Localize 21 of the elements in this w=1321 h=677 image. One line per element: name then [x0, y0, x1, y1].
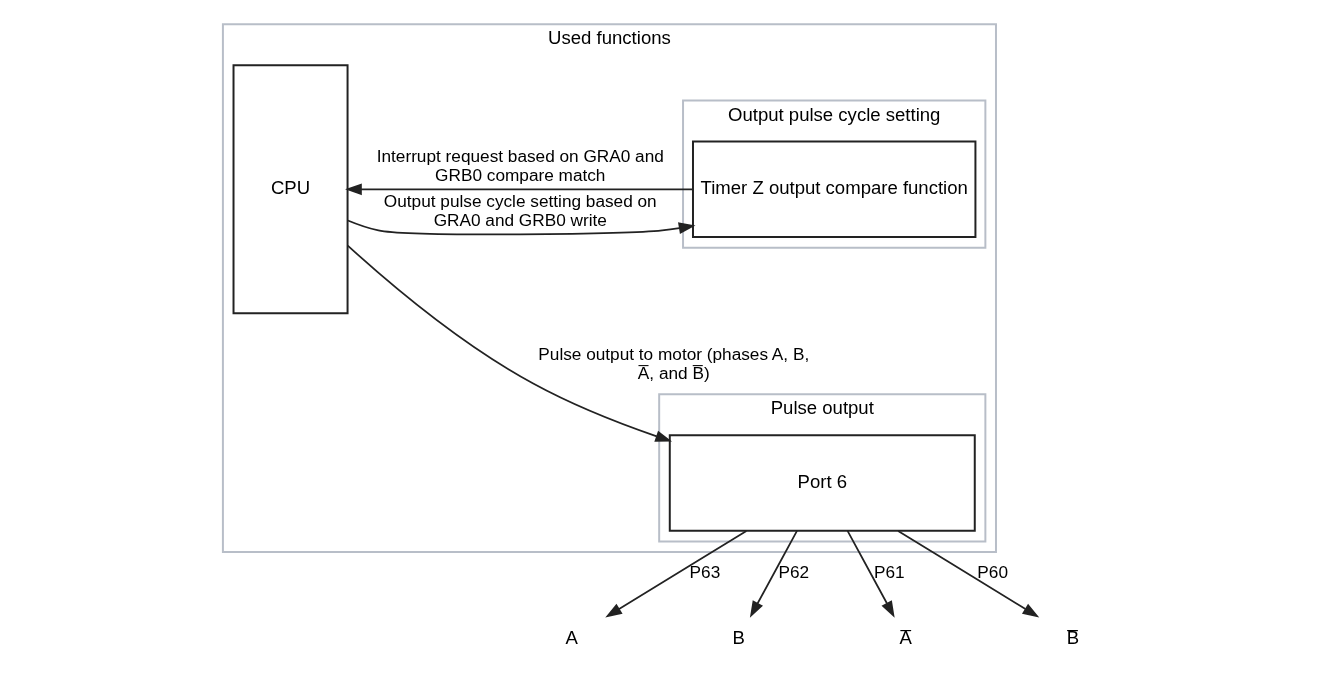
- arrow: [347, 219, 696, 236]
- arrow: [846, 530, 895, 618]
- edge-label: Pulse output to motor (phases A, B, A̅, and B̅): [538, 344, 810, 383]
- node-text: A: [565, 627, 578, 649]
- edge-label: Interrupt request based on GRA0 and GRB0 compare match: [376, 146, 664, 185]
- edge-label: P60: [977, 561, 1008, 582]
- node-text: A̅: [899, 627, 912, 649]
- arrow: [346, 244, 673, 442]
- arrow: [605, 530, 748, 618]
- node-text: B̅: [1066, 627, 1080, 649]
- edge-label: P63: [689, 561, 721, 582]
- edge-label: Output pulse cycle setting based on GRA0 and GRB0 write: [383, 191, 657, 230]
- arrow: [749, 530, 798, 618]
- arrow: [345, 183, 694, 196]
- node-box: CPU: [232, 64, 349, 315]
- node-box: Timer Z output compare function: [692, 140, 977, 239]
- edge-label: P62: [778, 561, 810, 582]
- arrow: [897, 530, 1040, 618]
- node-box: Port 6: [668, 434, 976, 532]
- node-text: B: [732, 627, 745, 649]
- edge-label: P61: [873, 561, 905, 582]
